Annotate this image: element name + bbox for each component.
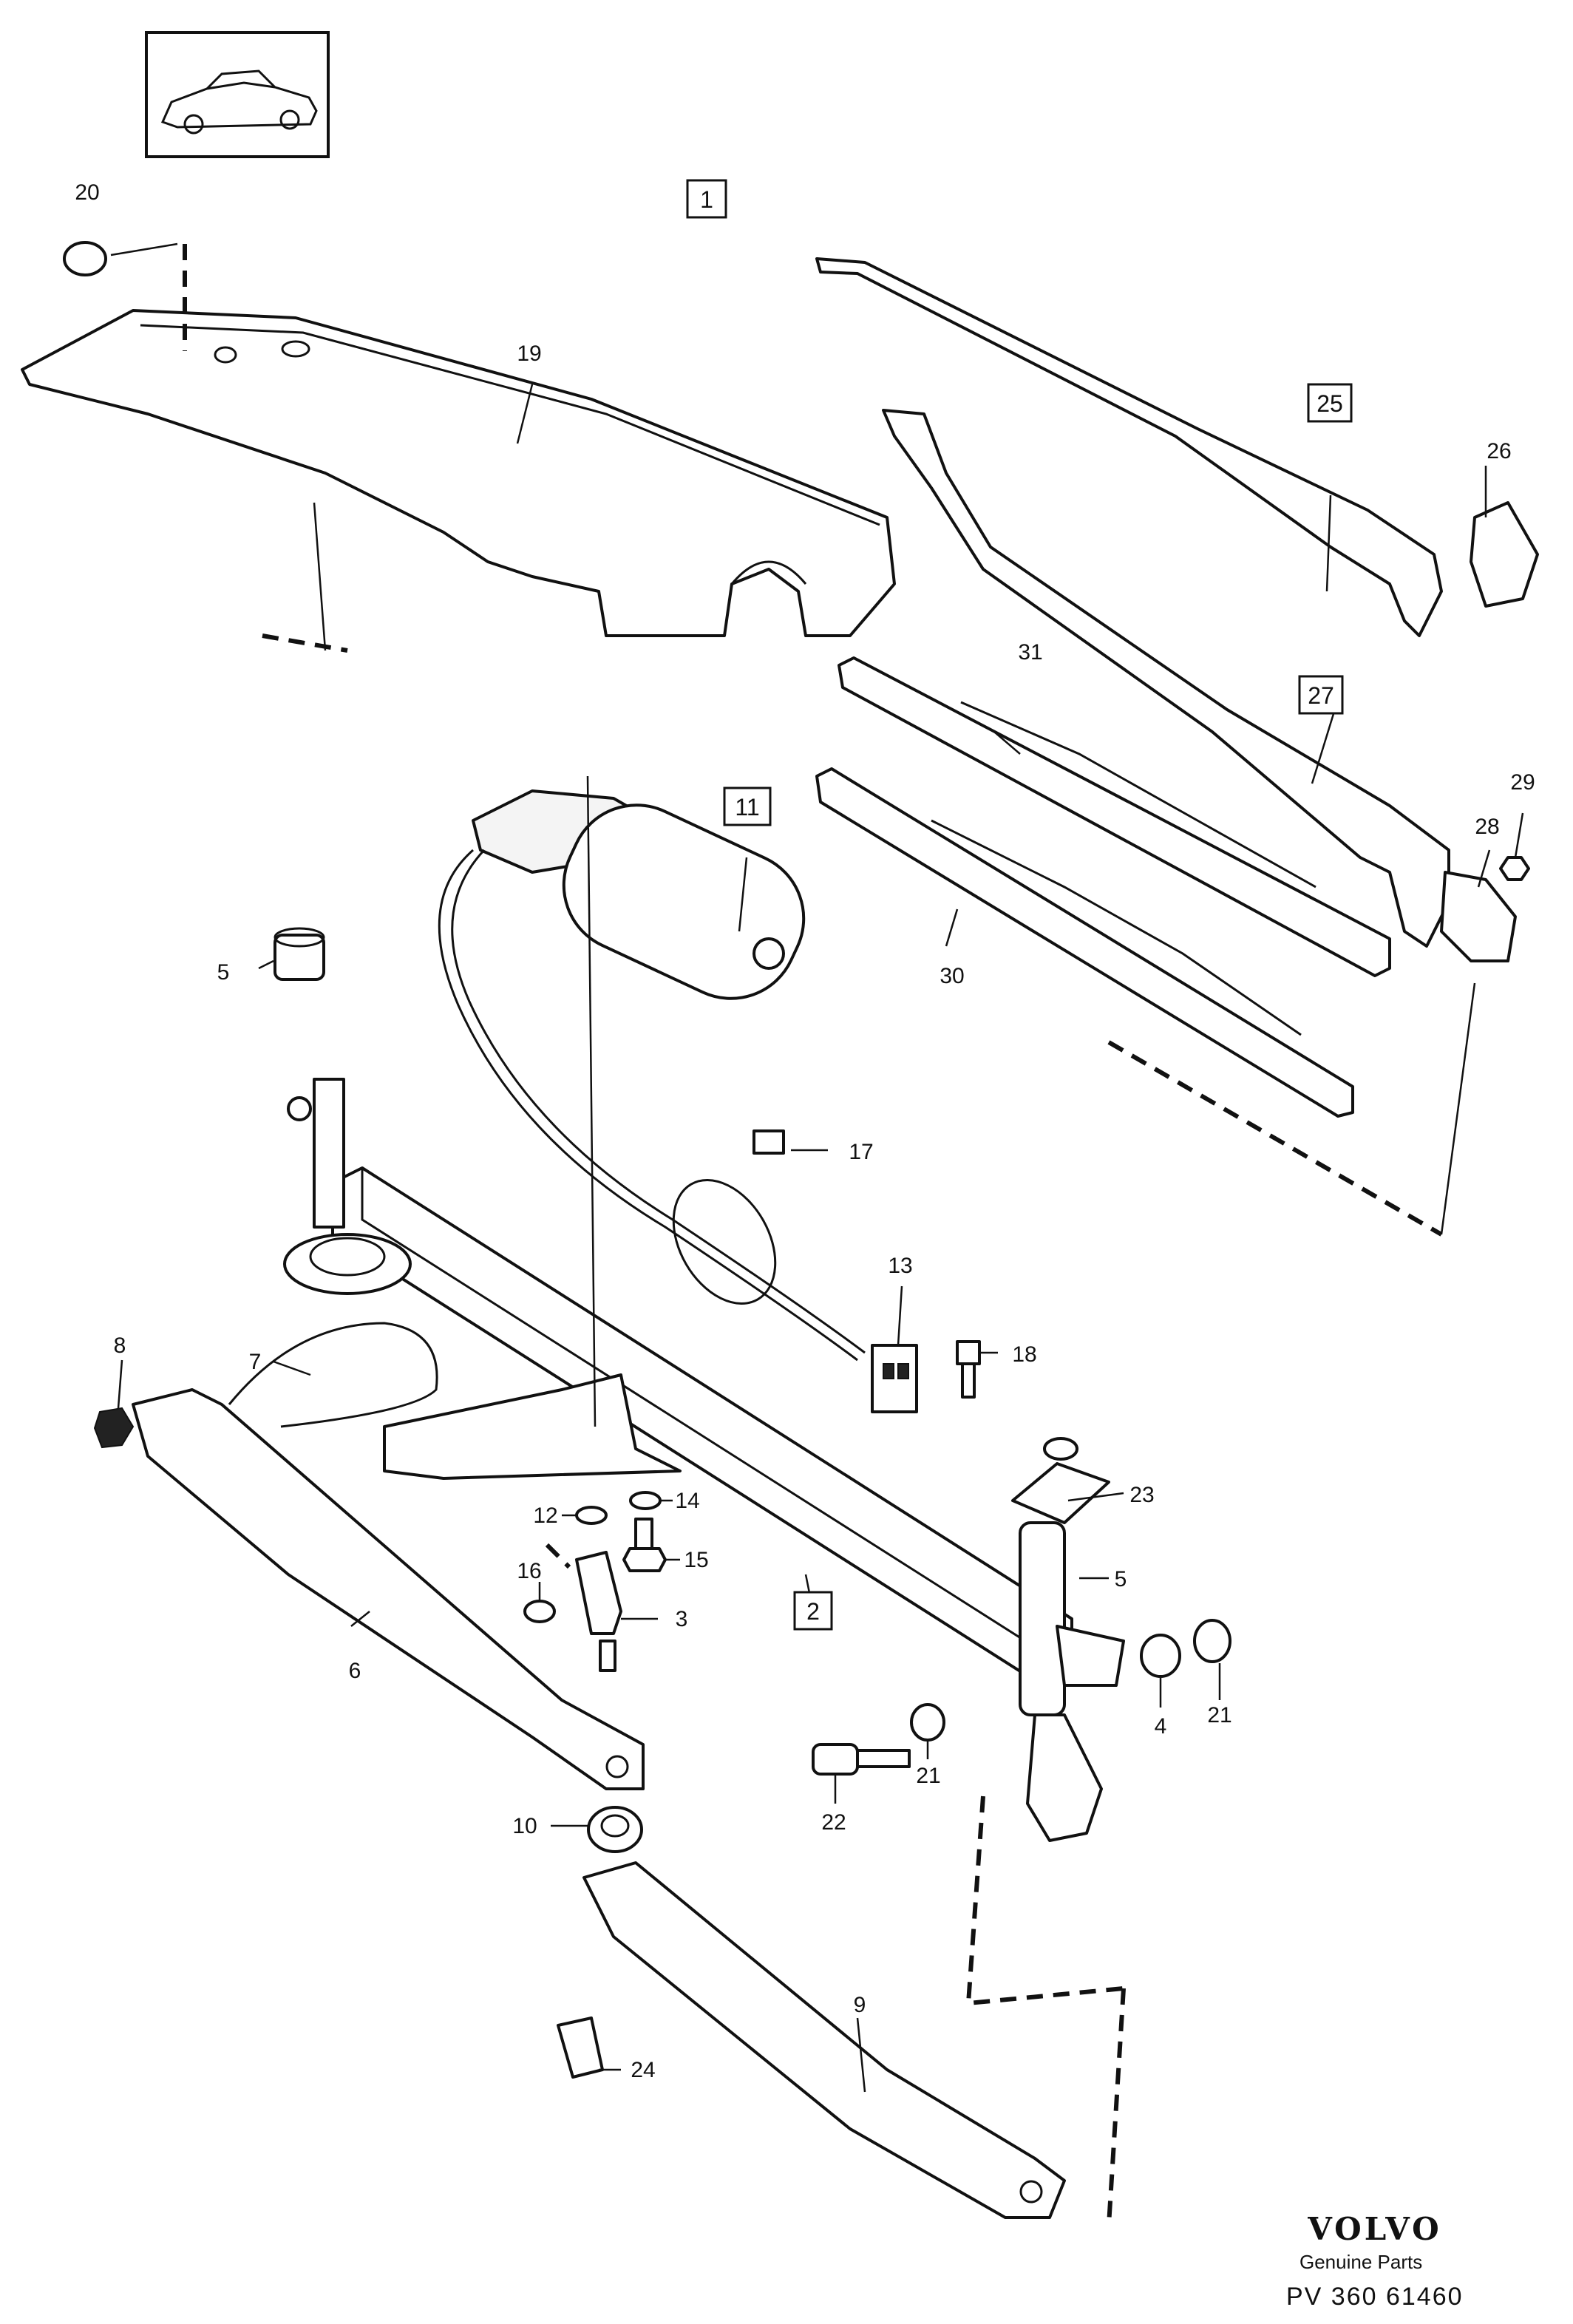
callout-box-25: 25 <box>1307 383 1353 423</box>
vehicle-thumbnail <box>145 31 330 158</box>
callout-16: 16 <box>517 1559 541 1583</box>
callout-12: 12 <box>533 1504 557 1528</box>
mounting-plate <box>1011 1437 1110 1524</box>
nut <box>1499 856 1530 881</box>
pivot-right <box>1019 1521 1125 1842</box>
callout-28: 28 <box>1475 815 1499 839</box>
callout-27: 27 <box>1308 682 1334 709</box>
callout-10: 10 <box>512 1814 537 1838</box>
callout-29: 29 <box>1510 770 1535 795</box>
callout-20: 20 <box>75 180 99 205</box>
leader-lines <box>110 242 1524 2093</box>
arm-clip <box>1470 501 1539 608</box>
callout-21-right: 21 <box>1207 1703 1231 1727</box>
volvo-logo: VOLVO <box>1307 2211 1441 2247</box>
bushings-right <box>812 1619 1231 1776</box>
callout-24: 24 <box>631 2058 655 2082</box>
callout-23: 23 <box>1129 1483 1154 1507</box>
callout-19: 19 <box>517 342 541 366</box>
small-hardware <box>523 1491 667 1672</box>
callout-7: 7 <box>249 1350 262 1374</box>
connector <box>871 1344 918 1413</box>
callout-18: 18 <box>1012 1342 1036 1367</box>
callout-9: 9 <box>854 1993 866 2017</box>
callout-1: 1 <box>700 186 713 213</box>
callout-5-upper: 5 <box>217 960 230 985</box>
callout-box-1: 1 <box>686 179 727 219</box>
callout-22: 22 <box>821 1810 846 1835</box>
clip <box>557 2016 604 2079</box>
wiper-motor <box>472 789 806 1000</box>
bush-lower <box>587 1806 643 1853</box>
callout-25: 25 <box>1317 390 1343 417</box>
cap <box>63 241 107 276</box>
callout-30: 30 <box>940 964 964 988</box>
callout-5-lower: 5 <box>1115 1567 1127 1591</box>
callout-4: 4 <box>1155 1714 1167 1739</box>
pivot-left <box>283 1078 412 1295</box>
callout-26: 26 <box>1487 439 1511 463</box>
link-arm-left <box>132 1388 645 1790</box>
screw <box>956 1340 981 1399</box>
callout-2: 2 <box>806 1598 820 1625</box>
callout-3: 3 <box>676 1607 688 1631</box>
callout-15: 15 <box>684 1548 708 1572</box>
callout-box-2: 2 <box>793 1591 833 1631</box>
callout-31: 31 <box>1018 640 1042 665</box>
volvo-logo-text: VOLVO <box>1307 2211 1441 2247</box>
genuine-parts-label: Genuine Parts <box>1299 2251 1423 2273</box>
callout-17: 17 <box>849 1140 873 1164</box>
callout-8: 8 <box>114 1333 126 1358</box>
callout-box-11: 11 <box>723 786 772 826</box>
link-arm-lower <box>582 1861 1066 2219</box>
arm-cap <box>1440 871 1517 962</box>
catalog-code: PV 360 61460 <box>1286 2283 1464 2311</box>
bush-upper <box>274 927 325 981</box>
callout-21-left: 21 <box>916 1764 940 1788</box>
callout-6: 6 <box>349 1659 361 1683</box>
wiring-harness <box>438 849 866 1362</box>
wiper-blade-lower <box>815 767 1354 1118</box>
callout-13: 13 <box>888 1254 912 1278</box>
callout-14: 14 <box>675 1489 699 1513</box>
wiper-arm-upper <box>815 257 1443 637</box>
callout-11: 11 <box>735 794 759 820</box>
nut-left <box>93 1407 135 1449</box>
ground-cable <box>228 1322 438 1428</box>
wiper-arm-lower <box>882 409 1450 948</box>
wiper-cover <box>21 309 896 637</box>
wiper-blade-upper <box>838 656 1391 977</box>
dashed-leaders <box>183 244 1443 2226</box>
callout-box-27: 27 <box>1298 675 1344 715</box>
